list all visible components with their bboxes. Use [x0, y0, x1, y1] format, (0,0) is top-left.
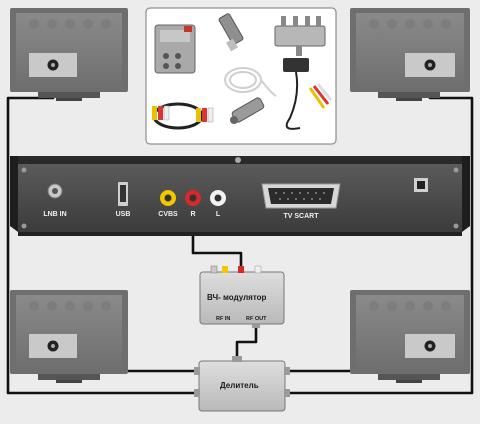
usb-label: USB: [115, 211, 131, 218]
coax-coil-photo: [224, 67, 277, 97]
splitter-box: [194, 356, 290, 412]
tv-bottom-left: [10, 290, 128, 383]
r-label: R: [190, 211, 196, 218]
tv-top-left: [10, 8, 128, 101]
tv-top-right: [350, 8, 470, 101]
r-jack: [185, 190, 201, 206]
tv-bottom-right: [350, 290, 470, 383]
scart-port: [261, 183, 341, 209]
cable-r-to-modulator: [191, 221, 243, 268]
accessories-photo: [145, 7, 337, 145]
cvbs-jack: [160, 190, 176, 206]
rca-cable-photo: [152, 102, 214, 130]
splitter-photo: [274, 16, 326, 56]
lnb-in-label: LNB IN: [43, 211, 67, 218]
receiver-rear-panel: [10, 156, 470, 236]
rf-in-label: RF IN: [216, 316, 231, 322]
rf-modulator-box: [199, 265, 285, 328]
lnb-in-port: [47, 183, 63, 199]
rf-out-label: RF OUT: [246, 316, 267, 322]
modulator-title: ВЧ- модулятор: [207, 293, 267, 302]
usb-port: [118, 182, 128, 206]
f-connector-photo: [218, 13, 244, 52]
tv-scart-label: TV SCART: [283, 213, 319, 220]
power-socket: [414, 178, 428, 192]
cvbs-label: CVBS: [158, 211, 178, 218]
cable-modulator-to-splitter: [235, 323, 258, 361]
adapter-photo: [230, 97, 265, 124]
splitter-title: Делитель: [220, 381, 259, 390]
l-label: L: [215, 211, 221, 218]
scart-cable-photo: [283, 58, 333, 130]
multiswitch-photo: [154, 24, 196, 74]
l-jack: [210, 190, 226, 206]
